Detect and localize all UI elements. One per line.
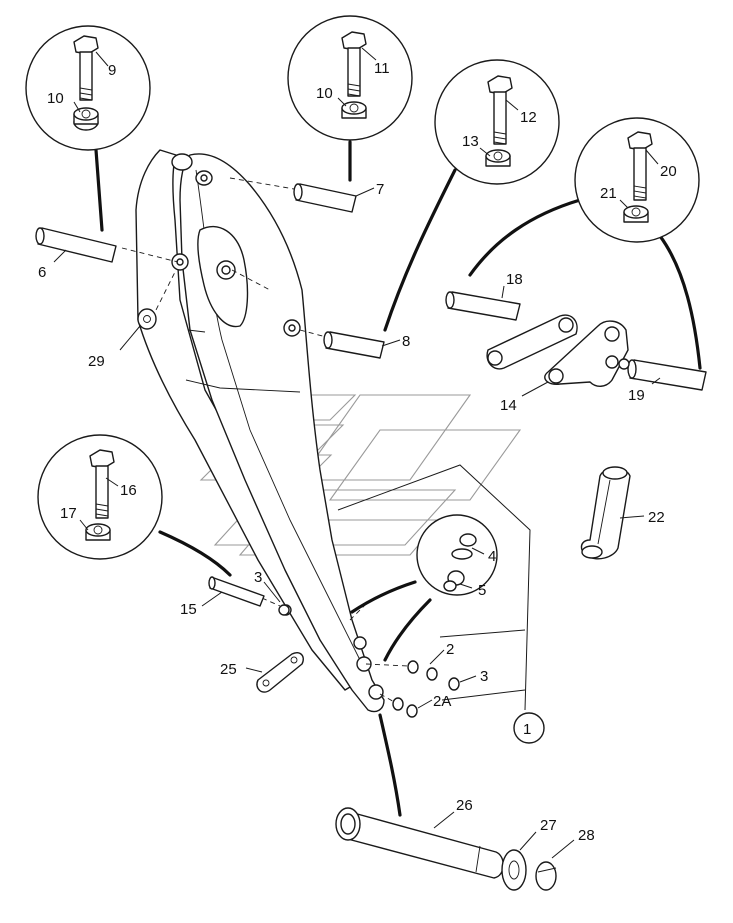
callout-17: 17 bbox=[60, 505, 77, 522]
pin-18 bbox=[445, 291, 521, 321]
callout-labels: 1 2 2A 3 3 4 5 6 7 8 9 10 10 11 12 13 14… bbox=[38, 60, 677, 844]
callout-20: 20 bbox=[660, 163, 677, 180]
plate-25 bbox=[256, 652, 304, 693]
callout-15: 15 bbox=[180, 601, 197, 618]
callout-2A: 2A bbox=[433, 693, 451, 710]
dipper-arm bbox=[135, 149, 385, 713]
callout-1: 1 bbox=[523, 721, 531, 738]
callout-8: 8 bbox=[402, 333, 410, 350]
bolt-detail-bubble-20-21 bbox=[574, 117, 700, 243]
callout-11: 11 bbox=[374, 60, 390, 77]
callout-25: 25 bbox=[220, 661, 237, 678]
callout-7: 7 bbox=[376, 181, 384, 198]
pin-7 bbox=[293, 183, 357, 213]
callout-4: 4 bbox=[488, 548, 496, 565]
callout-16: 16 bbox=[120, 482, 137, 499]
callout-22: 22 bbox=[648, 509, 665, 526]
assembly-leaders bbox=[337, 464, 531, 711]
callout-1-circle bbox=[513, 712, 545, 744]
bolt-detail-bubble-12-13 bbox=[434, 59, 560, 185]
callout-21: 21 bbox=[600, 185, 617, 202]
bushings bbox=[278, 604, 460, 718]
callout-14: 14 bbox=[500, 397, 517, 414]
fitting-detail-bubble-4-5 bbox=[416, 514, 498, 596]
callout-2: 2 bbox=[446, 641, 454, 658]
pin-19 bbox=[627, 359, 707, 391]
callout-10-left: 10 bbox=[47, 90, 64, 107]
bubble-connectors bbox=[94, 140, 702, 817]
bolt-detail-bubble-16-17 bbox=[37, 434, 163, 560]
linkage-14 bbox=[486, 314, 630, 387]
callout-9: 9 bbox=[108, 62, 116, 79]
callout-5: 5 bbox=[478, 582, 486, 599]
callout-27: 27 bbox=[540, 817, 557, 834]
callout-26: 26 bbox=[456, 797, 473, 814]
washer-27 bbox=[501, 849, 527, 891]
bolt-detail-bubble-9-10 bbox=[25, 25, 151, 151]
bolt-detail-bubble-10-11 bbox=[287, 15, 413, 141]
pin-15 bbox=[208, 576, 265, 607]
pin-8 bbox=[323, 331, 385, 359]
pin-6 bbox=[35, 227, 117, 263]
callout-6: 6 bbox=[38, 264, 46, 281]
callout-10-right: 10 bbox=[316, 85, 333, 102]
callout-13: 13 bbox=[462, 133, 479, 150]
pin-26 bbox=[335, 807, 504, 879]
link-22 bbox=[580, 466, 631, 560]
callout-3-right: 3 bbox=[480, 668, 488, 685]
callout-leaders bbox=[53, 47, 661, 859]
washer-29 bbox=[137, 308, 157, 330]
callout-12: 12 bbox=[520, 109, 537, 126]
pin-axes bbox=[121, 177, 409, 705]
callout-19: 19 bbox=[628, 387, 645, 404]
callout-3-left: 3 bbox=[254, 569, 262, 586]
callout-29: 29 bbox=[88, 353, 105, 370]
callout-18: 18 bbox=[506, 271, 523, 288]
callout-28: 28 bbox=[578, 827, 595, 844]
retaining-ring-28 bbox=[535, 861, 557, 891]
